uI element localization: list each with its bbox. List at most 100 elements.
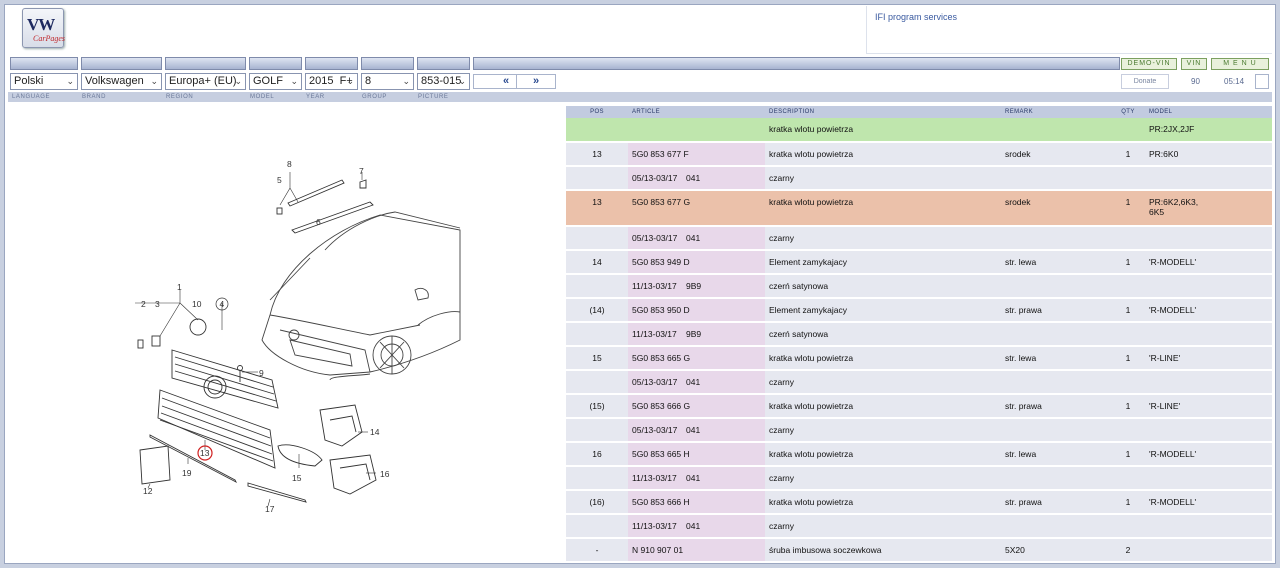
callout-10[interactable]: 10 (192, 299, 202, 309)
cell-pos-text: (16) (589, 497, 605, 507)
parts-diagram[interactable]: 8 7 5 6 1 2 3 10 4 9 14 16 15 17 19 12 1… (130, 150, 480, 520)
callout-17[interactable]: 17 (265, 504, 275, 514)
vent-16 (329, 454, 377, 495)
model-select[interactable]: GOLF⌄ (249, 73, 302, 90)
callout-19[interactable]: 19 (182, 468, 192, 478)
parts-table-wrap: POS ARTICLE DESCRIPTION REMARK QTY MODEL… (566, 106, 1272, 563)
region-select[interactable]: Europa+ (EU)⌄ (165, 73, 246, 90)
callout-13[interactable]: 13 (200, 448, 210, 458)
logo-subtext: CarPages (33, 34, 65, 43)
cell-qty-text: 1 (1125, 449, 1131, 459)
label-picture: PICTURE (418, 94, 449, 100)
demo-vin-button[interactable]: DEMO-VIN (1121, 58, 1177, 70)
ifi-program-link[interactable]: IFI program services (875, 12, 958, 22)
group-select[interactable]: 8⌄ (361, 73, 414, 90)
cell-description: czarny (765, 514, 1001, 539)
cell-article-text: 5G0 853 949 D (632, 257, 690, 267)
brand-select[interactable]: Volkswagen⌄ (81, 73, 162, 90)
year-select[interactable]: 2015 F+⌄ (305, 73, 358, 90)
group-bar (361, 57, 414, 70)
cell-pos: 15 (566, 346, 628, 371)
cell-date: 11/13-03/17 (632, 329, 677, 339)
donate-button[interactable]: Donate (1121, 74, 1169, 89)
callout-5[interactable]: 5 (277, 175, 282, 185)
cell-qty: 1 (1111, 250, 1145, 275)
callout-9[interactable]: 9 (259, 368, 264, 378)
callout-7[interactable]: 7 (359, 166, 364, 176)
cell-qty (1111, 322, 1145, 347)
cell-date: 05/13-03/17 (632, 377, 678, 387)
cell-pos: 16 (566, 442, 628, 467)
cell-description: kratka wlotu powietrza (765, 442, 1001, 467)
callout-2[interactable]: 2 (141, 299, 146, 309)
callout-6[interactable]: 6 (316, 217, 321, 227)
cell-remark (1001, 418, 1111, 443)
cell-qty-text: 1 (1125, 401, 1131, 411)
cell-pos-text: 13 (592, 197, 602, 207)
language-bar (10, 57, 78, 70)
cell-remark: 5X20 (1001, 538, 1111, 563)
table-header: POS ARTICLE DESCRIPTION REMARK QTY MODEL (566, 106, 1272, 118)
callout-16[interactable]: 16 (380, 469, 390, 479)
cell-remark: str. prawa (1001, 490, 1111, 515)
cell-description: śruba imbusowa soczewkowa (765, 538, 1001, 563)
cell-description: czarny (765, 370, 1001, 395)
callout-8[interactable]: 8 (287, 159, 292, 169)
next-picture-button[interactable]: » (516, 74, 556, 89)
callout-1[interactable]: 1 (177, 282, 182, 292)
cell-remark: str. prawa (1001, 394, 1111, 419)
cell-color-code: 041 (686, 377, 701, 387)
callout-15[interactable]: 15 (292, 473, 302, 483)
menu-button[interactable]: M E N U (1211, 58, 1269, 70)
label-brand: BRAND (82, 94, 107, 100)
blank-field[interactable] (1255, 74, 1269, 89)
language-select[interactable]: Polski⌄ (10, 73, 78, 90)
vin-button[interactable]: VIN (1181, 58, 1207, 70)
callout-3[interactable]: 3 (155, 299, 160, 309)
year-bar (305, 57, 358, 70)
cell-remark: str. lewa (1001, 346, 1111, 371)
table-row[interactable]: 05/13-03/17 041 czarny (566, 370, 1272, 395)
callout-4[interactable]: 4 (220, 299, 225, 309)
cell-remark: srodek (1001, 142, 1111, 167)
cell-qty-text: 2 (1125, 545, 1131, 555)
picture-value: 853-015 (421, 75, 462, 87)
cell-model (1145, 538, 1272, 563)
cell-model (1145, 466, 1272, 491)
cell-remark-text: str. lewa (1005, 257, 1037, 267)
cell-remark (1001, 514, 1111, 539)
cell-description-text: czarny (769, 377, 795, 387)
vw-logo[interactable]: VW CarPages (22, 8, 65, 48)
cell-qty-text: 1 (1125, 497, 1131, 507)
cell-description-text: kratka wlotu powietrza (769, 401, 854, 411)
cell-remark-text: str. prawa (1005, 497, 1042, 507)
cell-remark: srodek (1001, 190, 1111, 227)
cell-date: 11/13-03/17 (632, 473, 677, 483)
grille-lower-13 (157, 389, 276, 469)
cell-remark-text: 5X20 (1005, 545, 1025, 555)
cell-description-text: kratka wlotu powietrza (769, 497, 854, 507)
cell-article-text: 5G0 853 666 G (632, 401, 691, 411)
callout-12[interactable]: 12 (143, 486, 153, 496)
picture-select[interactable]: 853-015⌄ (417, 73, 470, 90)
callout-14[interactable]: 14 (370, 427, 380, 437)
